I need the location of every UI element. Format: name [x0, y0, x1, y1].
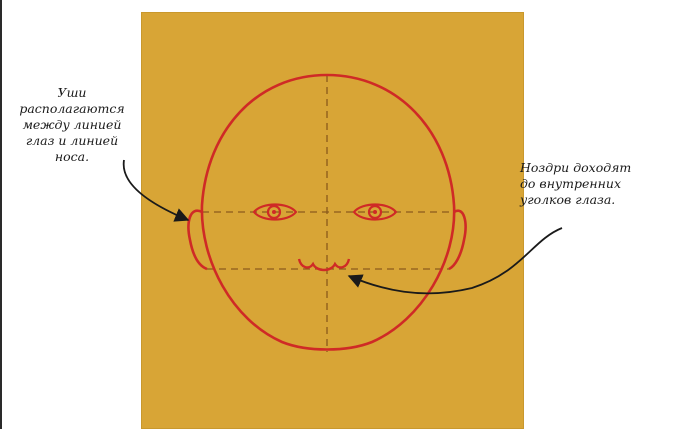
ears-annotation-line: между линией — [8, 117, 136, 133]
nostrils-annotation-line: до внутренних — [520, 176, 670, 192]
ears-annotation-line: располагаются — [8, 101, 136, 117]
nostrils — [299, 259, 349, 270]
nostrils-annotation-line: уголков глаза. — [520, 192, 670, 208]
ears-annotation: Уши располагаются между линией глаз и ли… — [8, 85, 136, 165]
nostrils-annotation: Ноздри доходят до внутренних уголков гла… — [520, 160, 670, 208]
ears-annotation-line: носа. — [8, 149, 136, 165]
ear-arrow — [124, 160, 188, 220]
ears-annotation-line: глаз и линией — [8, 133, 136, 149]
ears-annotation-line: Уши — [8, 85, 136, 101]
nostrils-annotation-line: Ноздри доходят — [520, 160, 670, 176]
